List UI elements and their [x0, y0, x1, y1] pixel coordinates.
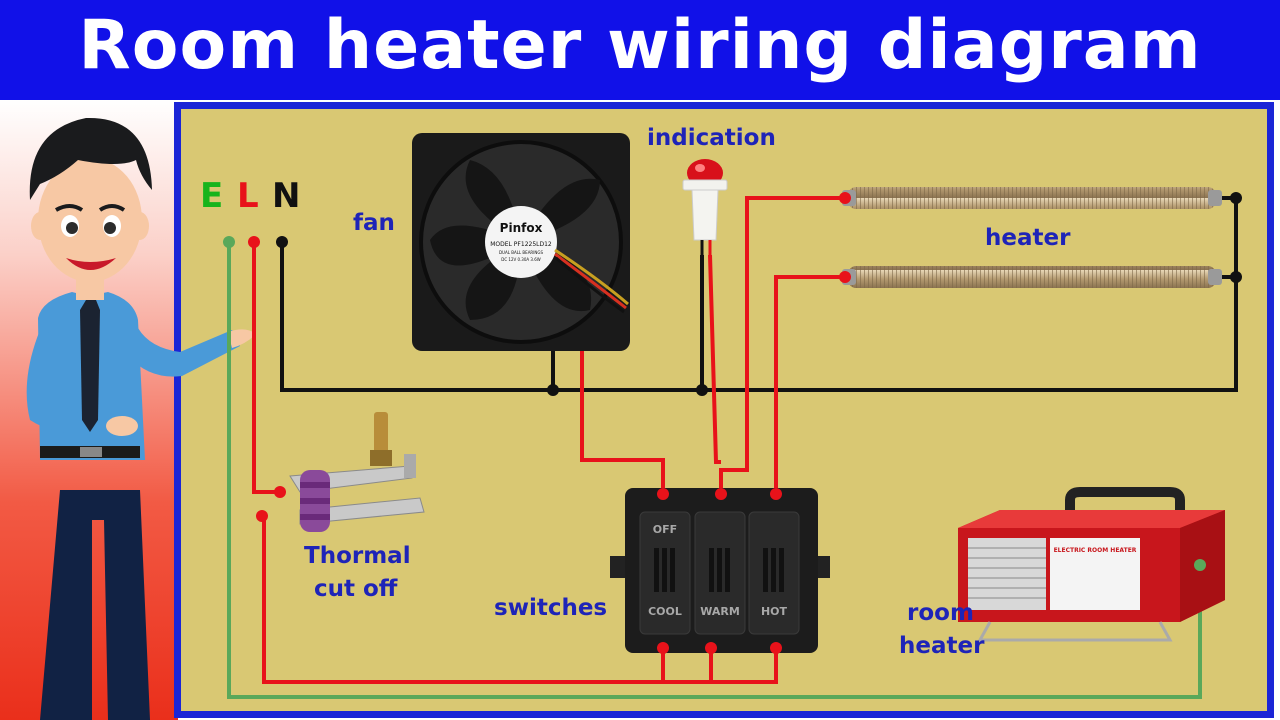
indicator-feed-wire	[708, 254, 721, 464]
title-bar: Room heater wiring diagram	[0, 0, 1280, 100]
fan-label: fan	[353, 210, 395, 236]
presenter-character	[26, 117, 256, 720]
fan-bearing-text: DUAL BALL BEARINGS	[499, 250, 544, 255]
heater-label: heater	[985, 225, 1071, 251]
line-terminal-label: L	[237, 176, 259, 216]
connection-dots	[223, 192, 1242, 654]
thermal-cutoff-label-line2: cut off	[314, 576, 398, 602]
neutral-terminal-label: N	[272, 176, 301, 216]
fan-feed-wire	[580, 345, 665, 494]
switch-label-warm: WARM	[700, 605, 740, 618]
thermal-cutoff-label-line1: Thormal	[304, 543, 411, 569]
heater-coil-lower	[842, 266, 1222, 288]
neutral-wire	[280, 198, 1238, 392]
indication-label: indication	[647, 125, 776, 151]
fan-brand-name: Pinfox	[500, 221, 543, 235]
fan-image: Pinfox MODEL PF1225LD12 DUAL BALL BEARIN…	[412, 133, 630, 351]
room-heater-image: ELECTRIC ROOM HEATER	[958, 487, 1225, 642]
page-title: Room heater wiring diagram	[78, 5, 1202, 85]
hot-feed-wire	[774, 275, 845, 494]
switch-label-cool: COOL	[648, 605, 682, 618]
fan-model: MODEL PF1225LD12	[490, 241, 552, 248]
heater-product-label: ELECTRIC ROOM HEATER	[1054, 547, 1137, 554]
warm-feed-wire	[719, 196, 845, 494]
earth-terminal-label: E	[200, 176, 224, 216]
heater-coil-upper	[842, 187, 1222, 209]
switch-label-off: OFF	[653, 523, 677, 536]
switch-label-hot: HOT	[761, 605, 788, 618]
room-heater-label-line1: room	[907, 600, 974, 626]
heater-junction-wire	[1215, 196, 1236, 279]
indicator-lamp	[682, 159, 728, 255]
room-heater-label-line2: heater	[899, 633, 985, 659]
switch-panel: OFF COOL WARM HOT	[610, 488, 830, 653]
switch-bridge-wire	[661, 648, 713, 682]
switches-label: switches	[494, 595, 608, 621]
thermal-cutoff-image	[289, 412, 425, 532]
earth-wire	[227, 242, 1202, 699]
fan-rating-text: DC 12V 0.30A 3.6W	[501, 257, 541, 262]
line-wire	[252, 242, 280, 494]
